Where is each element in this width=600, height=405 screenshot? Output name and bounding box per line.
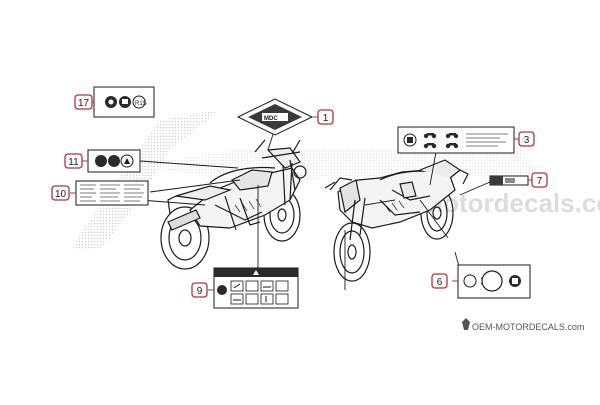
callout-9[interactable]: 9 <box>191 282 208 298</box>
dial-icon <box>481 270 503 292</box>
right-motorcycle-drawing <box>324 159 469 282</box>
rear-wheel <box>160 206 210 270</box>
callout-17-number: 17 <box>78 98 90 109</box>
svg-text:R1S: R1S <box>135 101 147 107</box>
label-6-panel <box>452 264 531 299</box>
callout-1-number: 1 <box>323 113 329 124</box>
bottom-watermark: OEM-MOTORDECALS.com <box>462 318 584 332</box>
label-9-panel <box>208 267 299 309</box>
callout-10[interactable]: 10 <box>51 185 70 201</box>
svg-text:MDC: MDC <box>264 116 278 122</box>
callout-3[interactable]: 3 <box>518 131 535 147</box>
leader-lines <box>139 127 491 290</box>
callout-6-number: 6 <box>437 277 443 288</box>
label-1-diamond: MDC <box>236 98 319 136</box>
callout-7[interactable]: 7 <box>531 172 548 188</box>
callout-6[interactable]: 6 <box>431 273 448 289</box>
left-motorcycle-drawing <box>160 139 307 270</box>
callout-7-number: 7 <box>537 176 543 187</box>
warning-icon <box>217 285 227 295</box>
fuel-cap-icon <box>463 274 477 288</box>
book-icon <box>108 155 120 167</box>
logo-icon <box>462 318 470 330</box>
callout-11-number: 11 <box>68 157 79 168</box>
callout-17[interactable]: 17 <box>74 94 93 110</box>
callout-10-number: 10 <box>55 189 67 200</box>
fuel-icon <box>132 95 146 109</box>
callout-3-number: 3 <box>524 135 530 146</box>
callout-9-number: 9 <box>197 286 203 297</box>
label-17-panel: R1S <box>86 86 155 118</box>
callout-1[interactable]: 1 <box>317 109 334 125</box>
label-10-panel <box>70 180 149 206</box>
watermark-text: OEM-MOTORDECALS.com <box>472 322 584 332</box>
label-7-panel <box>489 175 533 186</box>
label-11-panel <box>82 149 141 173</box>
helmet-icon <box>95 155 107 167</box>
callout-11[interactable]: 11 <box>64 153 83 169</box>
label-3-panel <box>397 126 520 154</box>
